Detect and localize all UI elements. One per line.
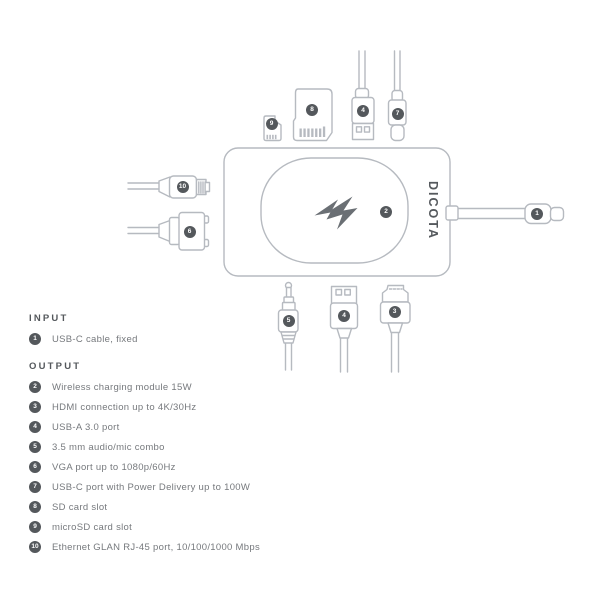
legend-item-label: HDMI connection up to 4K/30Hz — [52, 401, 197, 413]
legend-item-label: 3.5 mm audio/mic combo — [52, 441, 165, 453]
legend-output-header: OUTPUT — [29, 361, 82, 372]
legend-item-label: USB-C port with Power Delivery up to 100… — [52, 481, 251, 493]
legend-number-badge: 7 — [29, 481, 41, 493]
legend-item-label: USB-A 3.0 port — [52, 421, 120, 433]
callout-10-ethernet: 10 — [176, 181, 189, 193]
hdmi-plug-icon — [379, 284, 411, 373]
legend: INPUT 1 USB-C cable, fixed OUTPUT 2 Wire… — [29, 313, 260, 561]
legend-item-4: 4 USB-A 3.0 port — [29, 421, 260, 433]
legend-number-badge: 10 — [29, 541, 41, 553]
legend-item-7: 7 USB-C port with Power Delivery up to 1… — [29, 481, 260, 493]
usb-a-plug-top-icon — [351, 50, 375, 141]
legend-item-2: 2 Wireless charging module 15W — [29, 381, 260, 393]
callout-6-vga: 6 — [183, 225, 196, 238]
legend-number-badge: 3 — [29, 401, 41, 413]
legend-item-10: 10 Ethernet GLAN RJ-45 port, 10/100/1000… — [29, 541, 260, 553]
legend-item-label: SD card slot — [52, 501, 108, 513]
legend-item-8: 8 SD card slot — [29, 501, 260, 513]
callout-8-sd-card: 8 — [306, 103, 318, 116]
callout-3-hdmi: 3 — [388, 305, 401, 318]
legend-item-5: 5 3.5 mm audio/mic combo — [29, 441, 260, 453]
legend-item-label: USB-C cable, fixed — [52, 333, 138, 345]
usb-a-plug-bottom-icon — [329, 285, 359, 373]
lightning-bolt-icon — [314, 196, 358, 230]
legend-input-header: INPUT — [29, 313, 69, 324]
legend-item-9: 9 microSD card slot — [29, 521, 260, 533]
legend-number-badge: 8 — [29, 501, 41, 513]
legend-item-label: Wireless charging module 15W — [52, 381, 192, 393]
legend-item-1: 1 USB-C cable, fixed — [29, 333, 260, 345]
callout-7-usb-c-pd: 7 — [391, 107, 404, 120]
brand-logo: DICOTA — [426, 181, 440, 240]
legend-section-input: INPUT 1 USB-C cable, fixed — [29, 313, 260, 345]
legend-number-badge: 2 — [29, 381, 41, 393]
legend-item-label: microSD card slot — [52, 521, 133, 533]
legend-item-3: 3 HDMI connection up to 4K/30Hz — [29, 401, 260, 413]
ethernet-plug-icon — [127, 175, 211, 199]
callout-1-usb-c-cable: 1 — [531, 207, 543, 220]
legend-number-badge: 6 — [29, 461, 41, 473]
usb-c-plug-top-icon — [387, 50, 407, 142]
callout-9-microsd: 9 — [265, 117, 278, 130]
vga-plug-icon — [127, 211, 210, 251]
callout-2-wireless-charging: 2 — [380, 206, 392, 218]
callout-4-usb-a-top: 4 — [357, 104, 369, 117]
hub-body-outline — [223, 147, 451, 277]
legend-item-label: VGA port up to 1080p/60Hz — [52, 461, 176, 473]
legend-number-badge: 1 — [29, 333, 41, 345]
legend-section-output: OUTPUT 2 Wireless charging module 15W 3 … — [29, 361, 260, 553]
callout-4-usb-a-bottom: 4 — [338, 309, 350, 322]
fixed-usb-c-cable-icon — [445, 203, 565, 225]
legend-number-badge: 5 — [29, 441, 41, 453]
legend-number-badge: 9 — [29, 521, 41, 533]
legend-item-label: Ethernet GLAN RJ-45 port, 10/100/1000 Mb… — [52, 541, 260, 553]
callout-5-audio-jack: 5 — [282, 315, 295, 327]
legend-number-badge: 4 — [29, 421, 41, 433]
legend-item-6: 6 VGA port up to 1080p/60Hz — [29, 461, 260, 473]
